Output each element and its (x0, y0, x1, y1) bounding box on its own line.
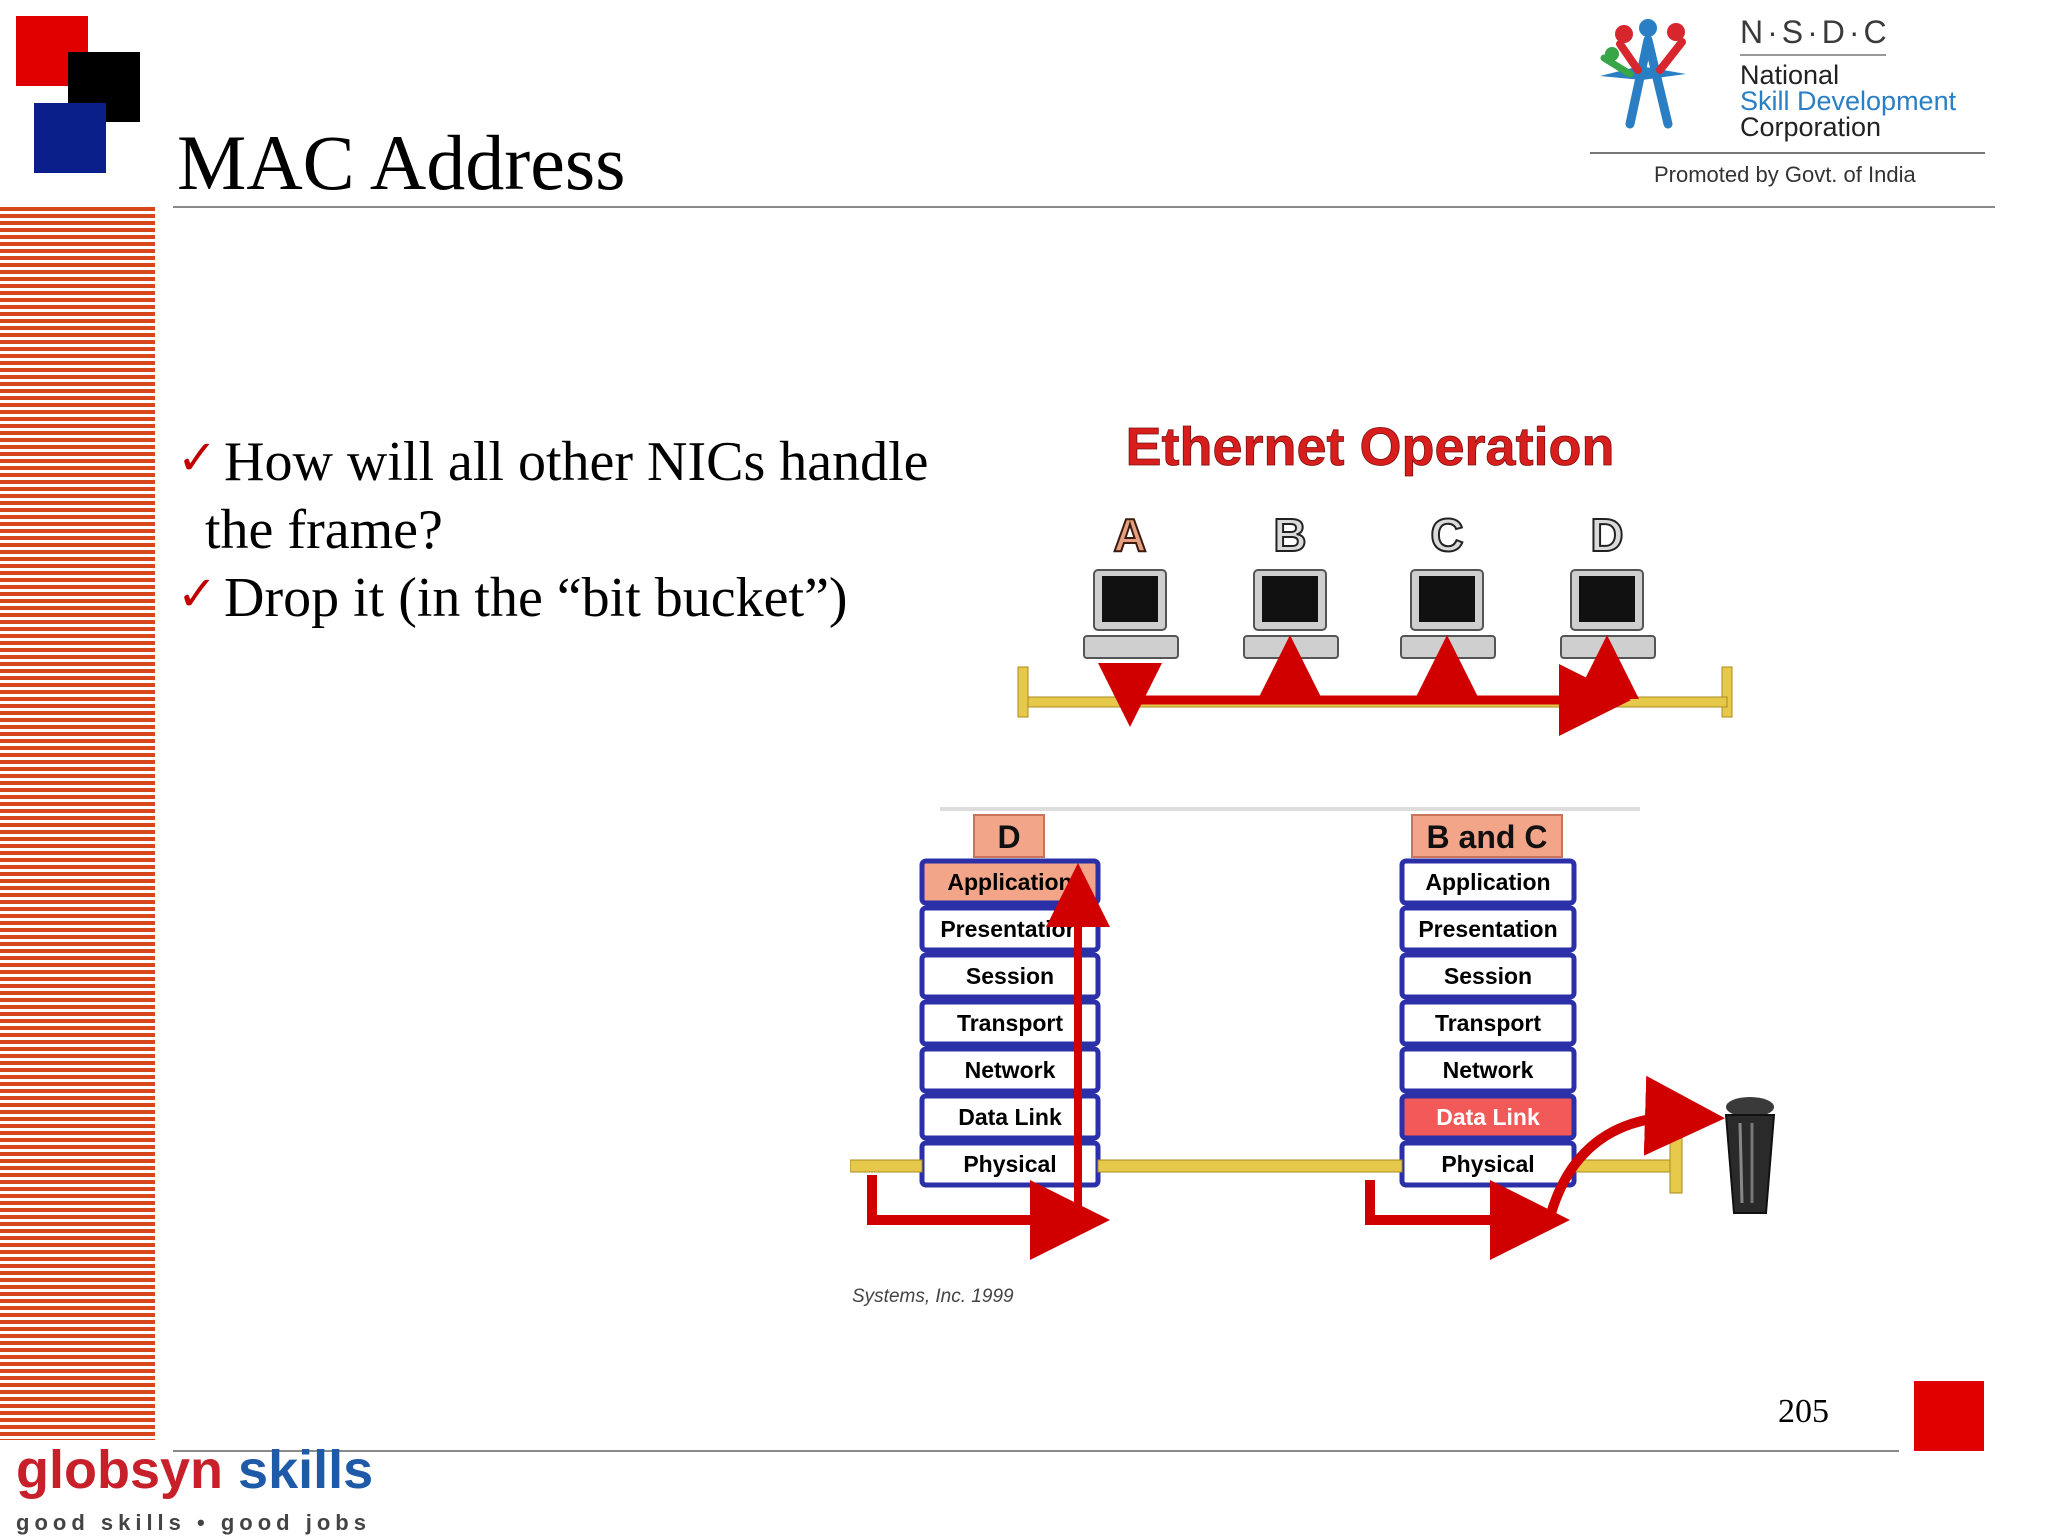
osi-stack-left: Application Presentation Session Transpo… (919, 858, 1101, 1188)
nsdc-logo: N·S·D·C National Skill Development Corpo… (1590, 14, 1990, 194)
layer-label: Session (1444, 963, 1532, 989)
nsdc-figures-icon (1600, 19, 1686, 129)
layer-label: Network (1443, 1057, 1534, 1083)
osi-stack-right: Application Presentation Session Transpo… (1399, 858, 1577, 1188)
computer-icon (1400, 569, 1496, 659)
computer-icon (1243, 569, 1339, 659)
bullet-item: ✓ How will all other NICs handle (177, 428, 977, 496)
page-number: 205 (1778, 1393, 1829, 1430)
nsdc-tagline: Promoted by Govt. of India (1654, 162, 1916, 187)
bullet-text-line: How will all other NICs handle (224, 431, 929, 493)
nsdc-name-line3: Corporation (1740, 112, 1882, 142)
station-label-b: B (1273, 509, 1306, 561)
globsyn-tagline: good skills • good jobs (16, 1510, 371, 1535)
station-label-d: D (1590, 509, 1623, 561)
slide-title: MAC Address (177, 119, 626, 206)
nsdc-divider (1590, 152, 1985, 154)
footer-red-square (1914, 1381, 1984, 1451)
layer-label: Physical (963, 1151, 1056, 1177)
layer-label: Data Link (1436, 1104, 1540, 1130)
layer-label: Session (966, 963, 1054, 989)
bullet-text-continuation: the frame? (205, 499, 443, 561)
bullet-item: ✓ Drop it (in the “bit bucket”) (177, 564, 977, 632)
left-stripe-band (0, 207, 155, 1440)
corner-square-navy (34, 103, 106, 173)
layer-label: Transport (957, 1010, 1063, 1036)
ethernet-diagram-svg: Ethernet Operation A B C D (850, 417, 1776, 1307)
layer-label: Application (1425, 869, 1550, 895)
title-rule (173, 206, 1995, 208)
ethernet-bus-bottom (850, 1159, 923, 1173)
right-stack-label: B and C (1427, 819, 1548, 855)
station-label-c: C (1430, 509, 1463, 561)
bullet-text-line: Drop it (in the “bit bucket”) (224, 567, 848, 629)
layer-label: Data Link (958, 1104, 1062, 1130)
computer-icon (1083, 569, 1179, 659)
nsdc-abbr-underline (1740, 54, 1886, 56)
nsdc-name-line1: National (1740, 60, 1840, 90)
layer-label: Presentation (940, 916, 1079, 942)
station-label-a: A (1113, 509, 1146, 561)
frame-path-right (1365, 1180, 1570, 1260)
layer-label: Presentation (1418, 916, 1557, 942)
layer-label: Transport (1435, 1010, 1541, 1036)
footer-rule (173, 1450, 1899, 1452)
computer-icon (1560, 569, 1656, 659)
left-stack-label: D (997, 819, 1020, 855)
nsdc-name-line2: Skill Development (1740, 86, 1957, 116)
globsyn-name-part1: globsyn (16, 1440, 224, 1500)
bullet-list: ✓ How will all other NICs handle the fra… (177, 428, 977, 632)
checkmark-icon: ✓ (177, 566, 218, 622)
layer-label: Physical (1441, 1151, 1534, 1177)
ethernet-operation-diagram: Ethernet Operation A B C D (850, 405, 1840, 1325)
trash-bin-icon (1724, 1097, 1776, 1214)
globsyn-name-part2: skills (238, 1440, 374, 1500)
globsyn-logo: globsyn skills good skills • good jobs (16, 1440, 373, 1536)
layer-label: Network (965, 1057, 1056, 1083)
checkmark-icon: ✓ (177, 430, 218, 486)
diagram-title: Ethernet Operation (1125, 417, 1614, 477)
nsdc-abbr: N·S·D·C (1740, 14, 1891, 50)
layer-label: Application (947, 869, 1072, 895)
diagram-separator (940, 807, 1640, 811)
frame-path-left (867, 1175, 1110, 1260)
diagram-credit: Systems, Inc. 1999 (852, 1286, 1014, 1307)
